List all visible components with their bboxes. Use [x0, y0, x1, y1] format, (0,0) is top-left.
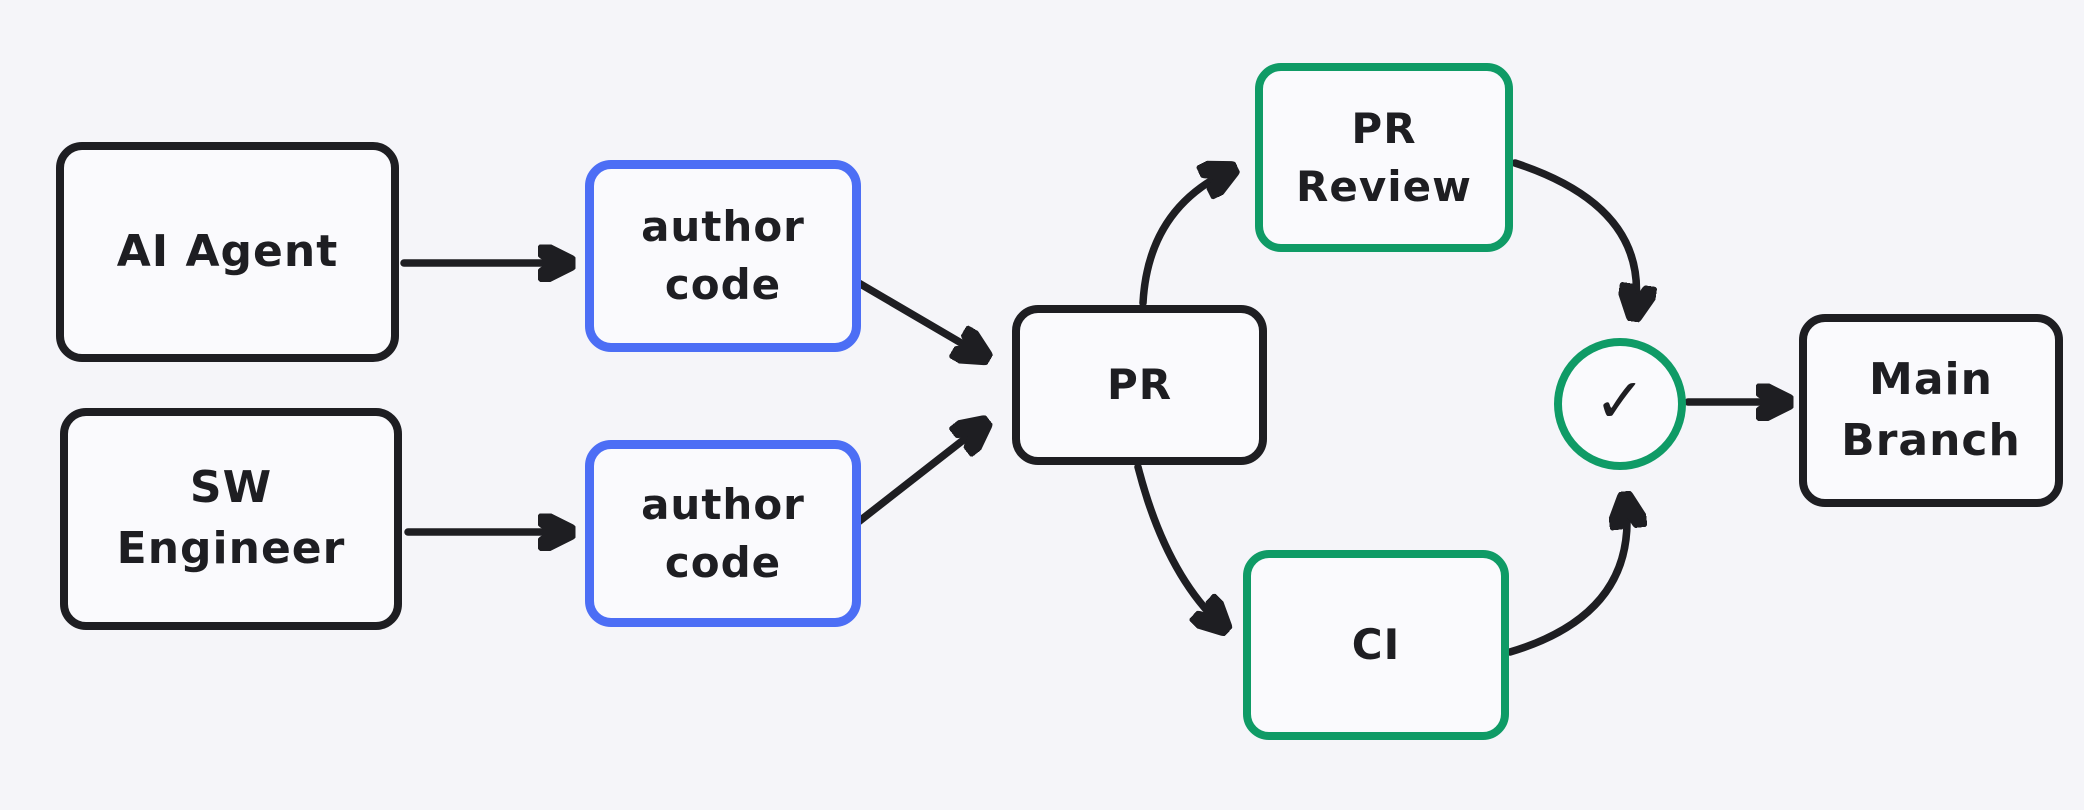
- arrow-author-code-top-to-pr: [853, 278, 980, 354]
- node-ai-agent: AI Agent: [56, 142, 399, 362]
- check-status-circle: ✓: [1554, 338, 1686, 470]
- node-pr-label: PR: [1106, 360, 1173, 410]
- node-main-branch-label: Main Branch: [1841, 353, 2021, 466]
- node-author-code-bottom: author code: [585, 440, 861, 627]
- node-pr-review-label: PR Review: [1296, 103, 1472, 211]
- arrow-pr-to-ci: [1134, 463, 1220, 624]
- node-author-code-bottom-label: author code: [641, 479, 805, 587]
- node-ci: CI: [1243, 550, 1509, 740]
- arrow-pr-review-to-check: [1511, 159, 1637, 310]
- node-sw-engineer-label: SW Engineer: [116, 462, 346, 574]
- node-main-branch: Main Branch: [1799, 314, 2063, 507]
- arrow-pr-to-pr-review: [1139, 172, 1227, 307]
- arrow-author-code-bottom-to-pr: [853, 427, 980, 527]
- check-icon: ✓: [1594, 364, 1646, 437]
- node-pr: PR: [1012, 305, 1267, 465]
- node-ci-label: CI: [1351, 620, 1401, 670]
- node-author-code-top: author code: [585, 160, 861, 352]
- node-sw-engineer: SW Engineer: [60, 408, 402, 630]
- node-pr-review: PR Review: [1255, 63, 1513, 252]
- node-author-code-top-label: author code: [641, 202, 805, 309]
- arrow-ci-to-check: [1506, 503, 1627, 656]
- node-ai-agent-label: AI Agent: [116, 225, 339, 277]
